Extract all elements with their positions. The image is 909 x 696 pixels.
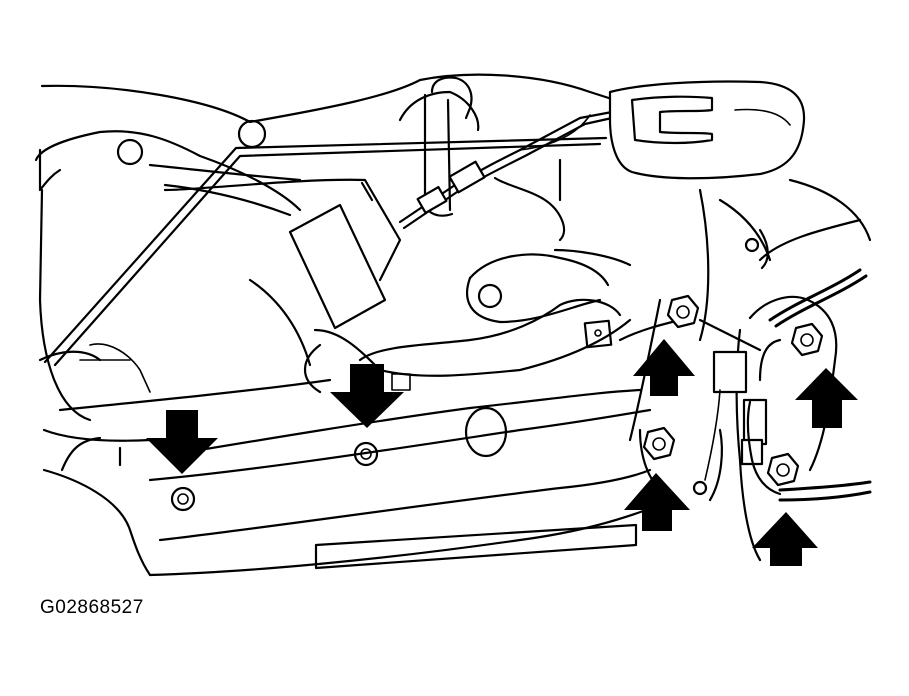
arrow-up-bolt-4 bbox=[624, 473, 690, 531]
door-inner-panel bbox=[34, 73, 662, 577]
bolts bbox=[170, 294, 824, 512]
bolt-4-nut bbox=[642, 426, 676, 461]
arrow-down-bolt-2 bbox=[330, 364, 404, 428]
door-lock-assembly bbox=[618, 178, 872, 562]
bolt-3-nut bbox=[666, 294, 700, 329]
arrow-up-bolt-3 bbox=[633, 339, 695, 396]
figure-code: G02868527 bbox=[40, 597, 144, 618]
bolt-1-nut bbox=[170, 486, 196, 512]
arrow-up-bolt-6 bbox=[752, 512, 818, 566]
callout-arrows bbox=[146, 339, 858, 566]
window-regulator bbox=[163, 76, 473, 330]
lock-cables bbox=[43, 93, 614, 367]
arrow-down-bolt-1 bbox=[146, 410, 218, 474]
bolt-2-nut bbox=[353, 441, 379, 467]
bolt-5-nut bbox=[790, 322, 824, 357]
bolt-6-nut bbox=[766, 452, 800, 487]
inside-door-handle bbox=[608, 80, 806, 180]
arrow-up-bolt-5 bbox=[795, 368, 858, 428]
